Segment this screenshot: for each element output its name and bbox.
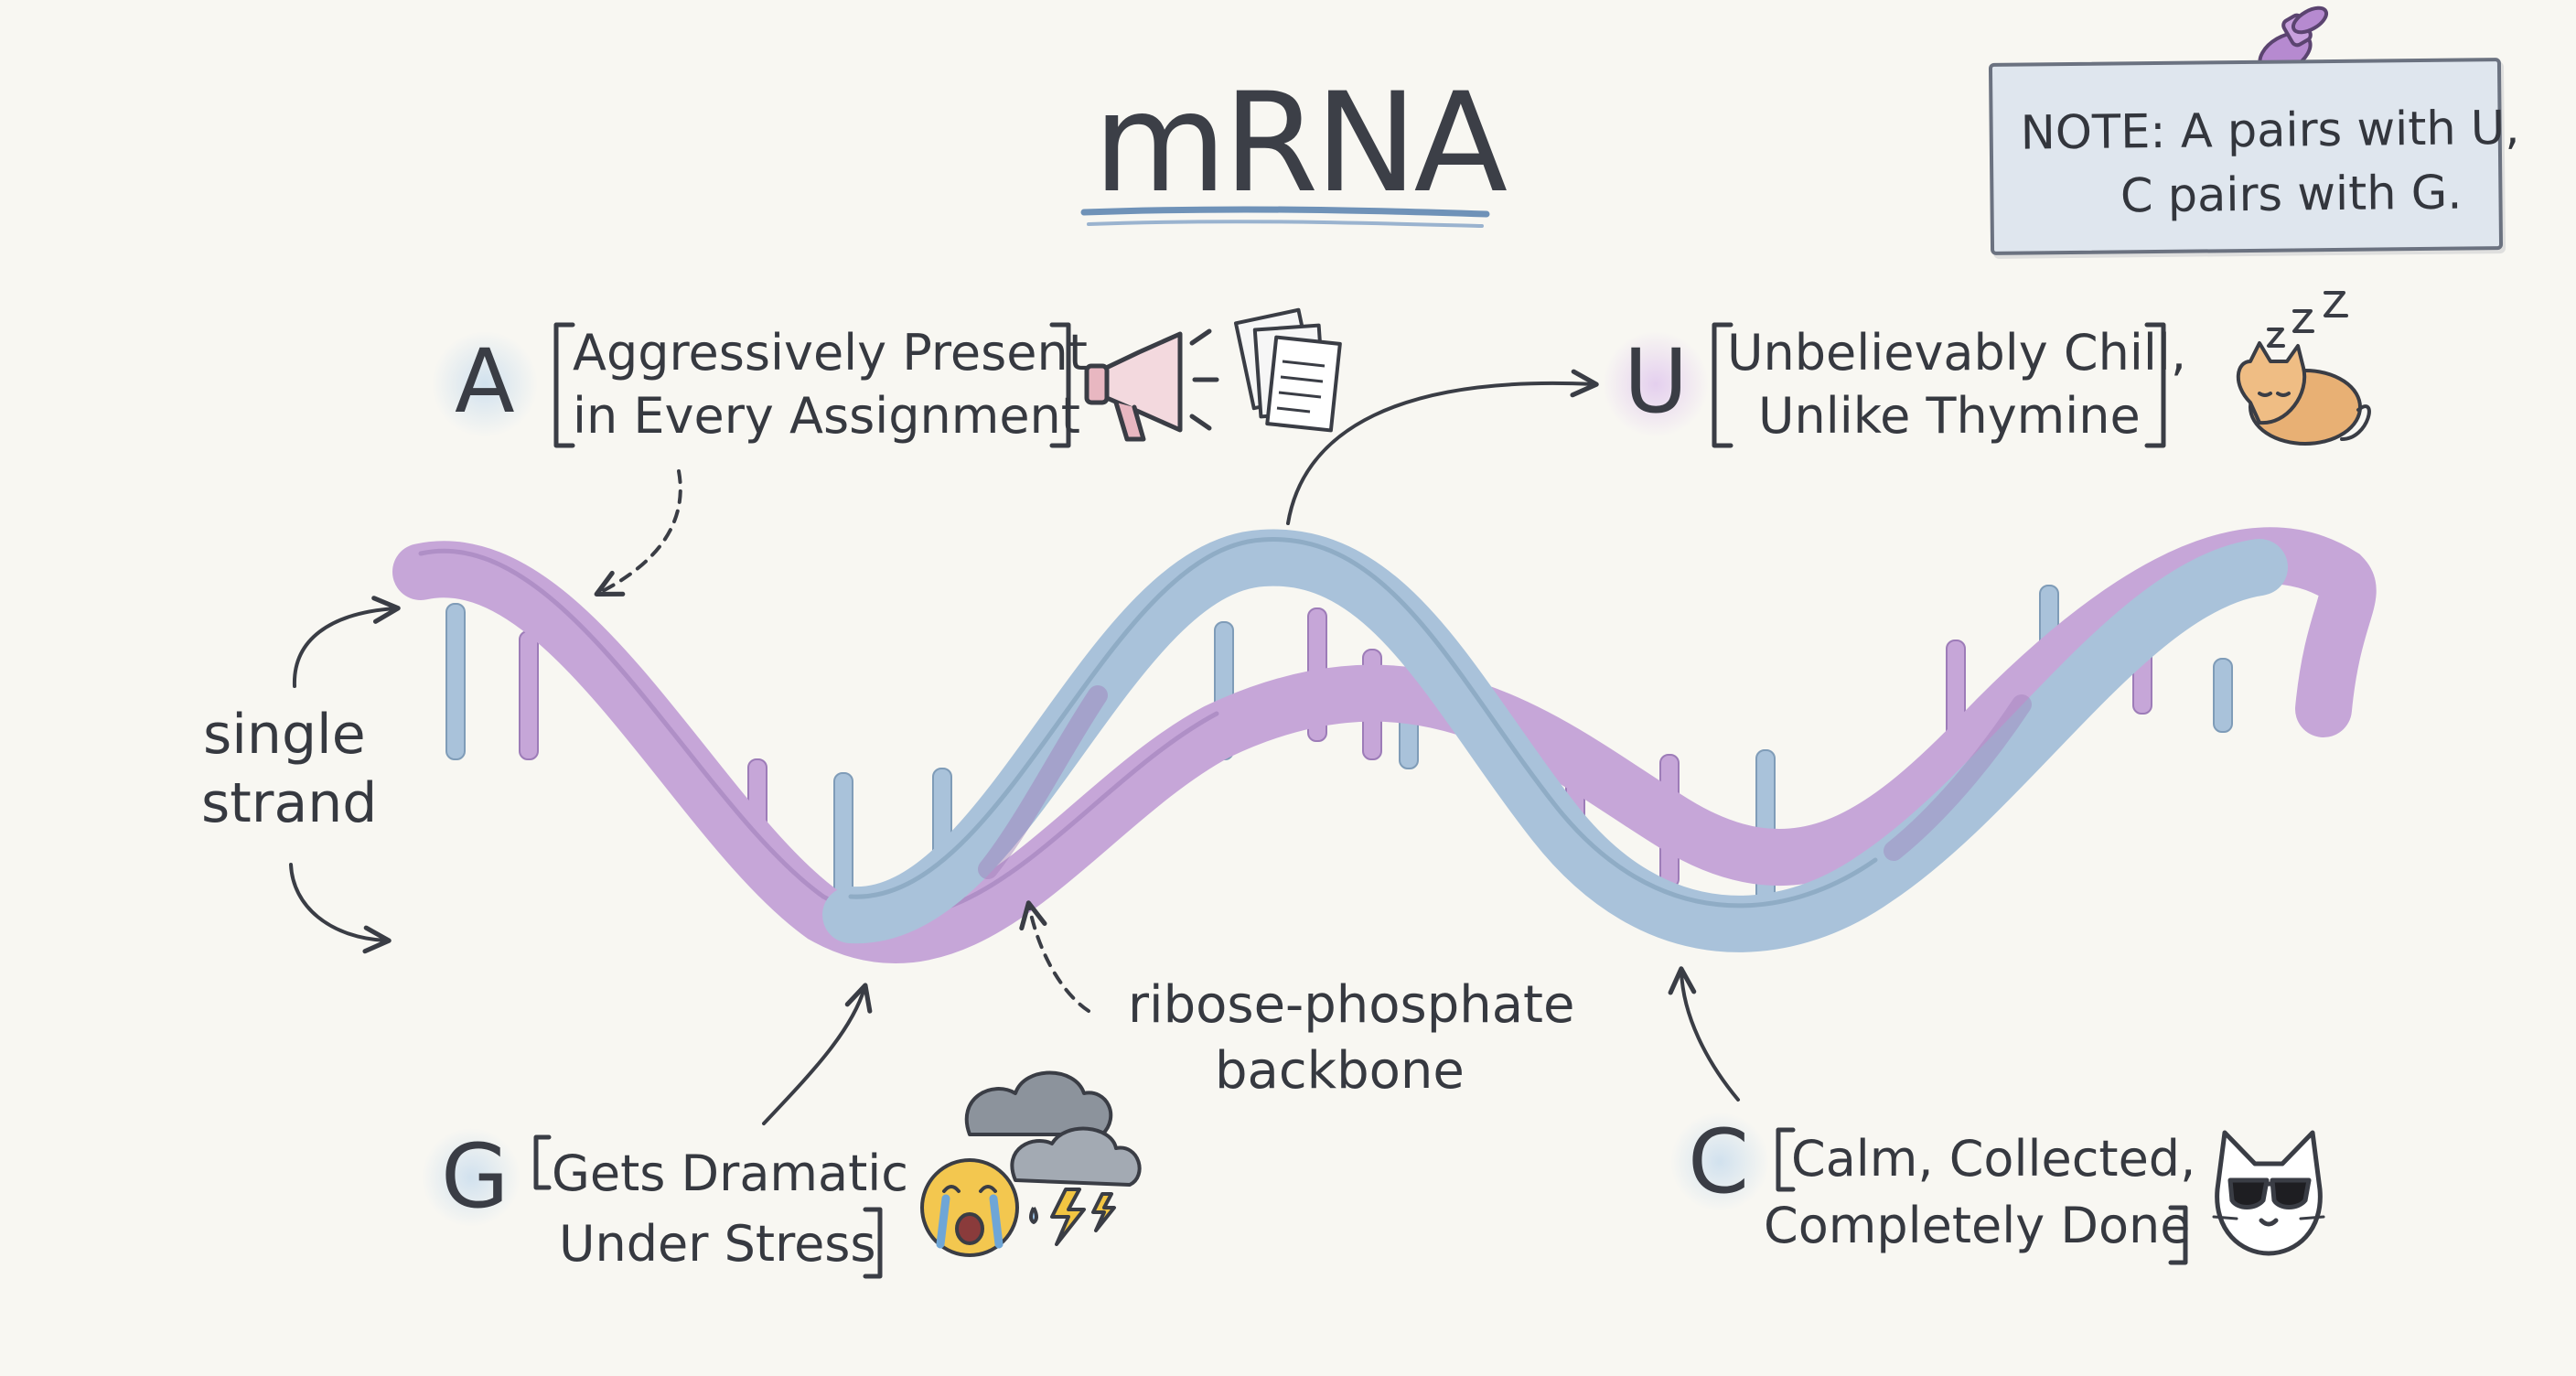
base-g-line-1: Gets Dramatic xyxy=(552,1145,908,1202)
storm-cloud-icon xyxy=(964,1070,1142,1246)
base-c-line-2: Completely Done xyxy=(1764,1197,2191,1254)
megaphone-icon xyxy=(1084,328,1219,442)
single-strand-arrow-bottom xyxy=(289,863,392,954)
rna-strand xyxy=(392,527,2377,963)
u-letter-glow xyxy=(1603,331,1709,437)
single-strand-arrow-top xyxy=(292,596,401,688)
base-g-letter: G xyxy=(441,1125,510,1228)
strand-blue xyxy=(822,529,2288,952)
sleeping-cat-icon xyxy=(2236,341,2371,446)
backbone-line-1: ribose-phosphate xyxy=(1128,975,1575,1035)
single-strand-line-2: strand xyxy=(201,771,378,835)
crying-face-icon xyxy=(920,1158,1019,1257)
c-arrow xyxy=(1668,966,1740,1102)
base-a-line-1: Aggressively Present xyxy=(573,324,1088,382)
base-u-line-2: Unlike Thymine xyxy=(1758,387,2141,445)
g-letter-glow xyxy=(422,1128,521,1227)
page-title: mRNA xyxy=(1093,64,1508,223)
base-u-letter: U xyxy=(1624,330,1689,433)
base-c-letter: C xyxy=(1688,1111,1750,1213)
base-a-line-2: in Every Assignment xyxy=(573,387,1080,445)
label-brackets xyxy=(533,322,2188,1279)
base-u-line-1: Unbelievably Chill, xyxy=(1727,324,2187,382)
c-letter-glow xyxy=(1670,1113,1769,1211)
g-arrow xyxy=(762,983,873,1125)
note-line-1: NOTE: A pairs with U, xyxy=(2020,101,2520,161)
base-c-line-1: Calm, Collected, xyxy=(1791,1130,2196,1188)
u-arrow xyxy=(1286,369,1599,525)
cool-cat-sunglasses-icon xyxy=(2212,1130,2325,1256)
base-a-letter: A xyxy=(455,330,515,433)
single-strand-line-1: single xyxy=(203,703,366,767)
backbone-arrow xyxy=(1019,900,1090,1013)
purple-base-stick-1 xyxy=(519,630,539,760)
backbone-line-2: backbone xyxy=(1215,1041,1465,1101)
zzz-icon xyxy=(2267,291,2348,348)
papers-icon xyxy=(1233,307,1342,433)
blue-base-stick-8 xyxy=(2213,658,2233,733)
title-underline xyxy=(1080,206,1490,228)
a-letter-glow xyxy=(432,331,538,437)
note-line-2: C pairs with G. xyxy=(2120,166,2463,224)
a-arrow xyxy=(594,469,682,597)
base-g-line-2: Under Stress xyxy=(559,1215,876,1273)
blue-base-stick-1 xyxy=(445,603,466,760)
note-card: NOTE: A pairs with U, C pairs with G. xyxy=(1988,58,2520,255)
